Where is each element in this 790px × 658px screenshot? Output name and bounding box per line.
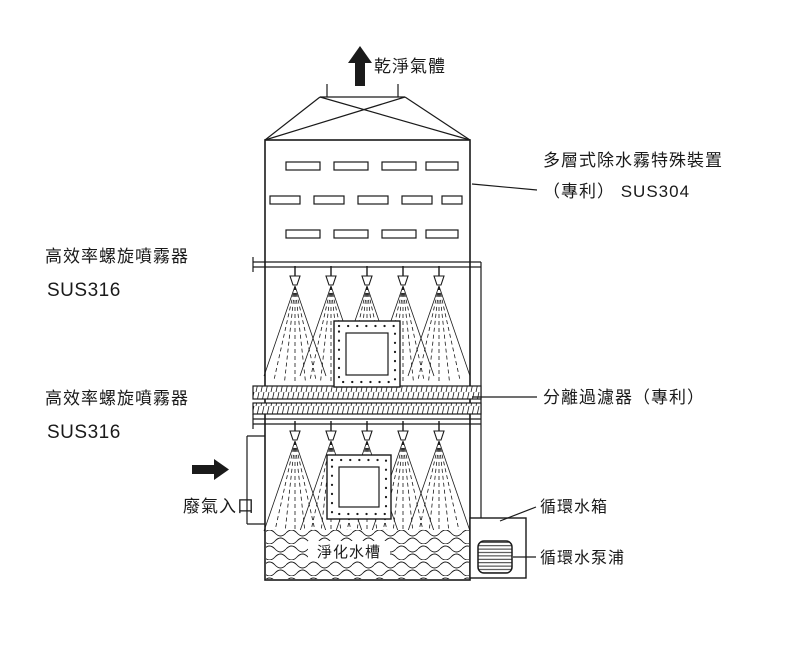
tower-body [264, 139, 471, 581]
spray-upper-label: 高效率螺旋噴霧器 [45, 247, 189, 266]
demister-label-line2: （專利） SUS304 [543, 182, 690, 201]
spray-lower-label: 高效率螺旋噴霧器 [45, 389, 189, 408]
spray-upper-material: SUS316 [47, 280, 121, 301]
leader-circulation-tank [499, 506, 537, 522]
leader-lines [471, 183, 538, 558]
inlet-arrow-icon [192, 459, 229, 480]
waste-gas-inlet-label: 廢氣入口 [183, 497, 255, 516]
circulation-tank-label: 循環水箱 [540, 498, 608, 516]
purification-tank-label: 淨化水槽 [317, 544, 381, 561]
leader-demister [471, 183, 538, 191]
manhole-upper [333, 320, 401, 388]
inlet-duct [246, 435, 265, 525]
demister-layers [269, 161, 463, 239]
demister-label-line1: 多層式除水霧特殊裝置 [543, 151, 723, 170]
clean-gas-arrow-icon [348, 46, 372, 86]
circulation-pump-label: 循環水泵浦 [540, 549, 625, 567]
filter-label: 分離過濾器（專利） [543, 388, 705, 407]
spray-lower-material: SUS316 [47, 422, 121, 443]
purification-water-tank [266, 530, 469, 579]
manhole-lower [326, 454, 392, 520]
tower-hood [264, 84, 471, 141]
separation-filter [252, 385, 482, 415]
clean-gas-label: 乾淨氣體 [374, 57, 446, 76]
circulation-pump [477, 540, 513, 574]
